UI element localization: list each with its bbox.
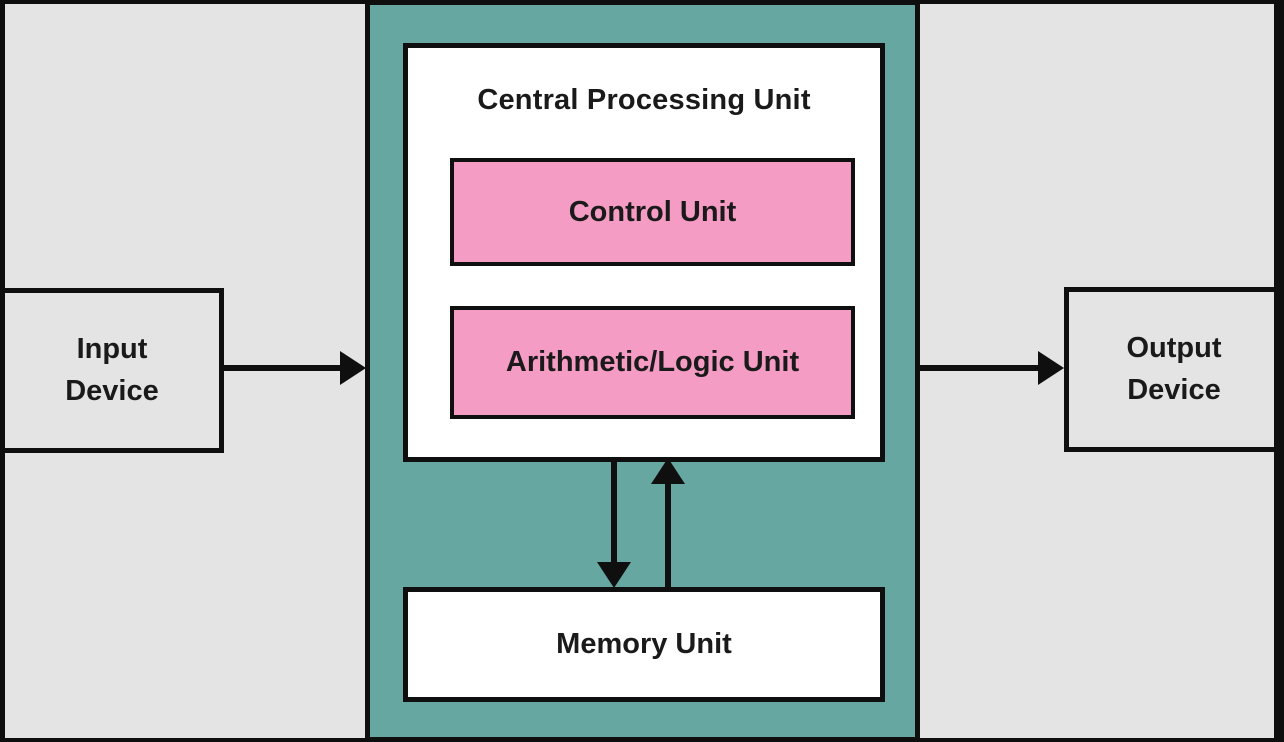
cpu-to-output-arrow-line [918, 365, 1040, 371]
output-device-node: Output Device [1064, 287, 1284, 452]
cpu-to-output-arrowhead-icon [1038, 351, 1064, 385]
input-device-label: Input Device [65, 333, 159, 407]
cpu-title: Central Processing Unit [477, 84, 811, 116]
alu-node: Arithmetic/Logic Unit [450, 306, 855, 419]
memory-unit-node: Memory Unit [403, 587, 885, 702]
input-to-cpu-arrow-line [224, 365, 342, 371]
input-device-node: Input Device [0, 288, 224, 453]
cpu-node: Central Processing Unit Control Unit Ari… [403, 43, 885, 462]
memory-to-cpu-arrow-line [665, 482, 671, 588]
cpu-to-memory-arrow-line [611, 458, 617, 566]
cpu-to-memory-arrowhead-icon [597, 562, 631, 588]
control-unit-node: Control Unit [450, 158, 855, 266]
memory-to-cpu-arrowhead-icon [651, 458, 685, 484]
input-to-cpu-arrowhead-icon [340, 351, 366, 385]
output-device-label: Output Device [1126, 332, 1222, 406]
